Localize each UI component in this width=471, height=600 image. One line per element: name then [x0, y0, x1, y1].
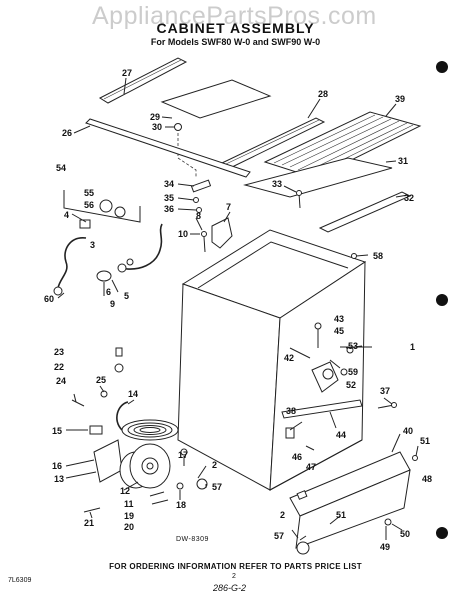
callout-label: 39	[395, 94, 406, 104]
callout-label: 33	[272, 179, 283, 189]
callout-label: 23	[54, 347, 65, 357]
leveling-leg	[285, 427, 295, 439]
callout-label: 47	[306, 462, 317, 472]
watermark: AppliancePartsPros.com	[92, 2, 377, 30]
callout-label: 45	[334, 326, 345, 336]
rear-brace	[281, 399, 363, 419]
motor-mount-bracket	[93, 439, 123, 483]
callout-label: 1	[410, 342, 416, 352]
callout-label: 53	[348, 341, 359, 351]
callout-label: 20	[124, 522, 135, 532]
callout-label: 59	[348, 367, 359, 377]
top-trim-strip-front	[98, 57, 188, 104]
callout-label: 38	[286, 406, 297, 416]
callout-label: 13	[54, 474, 65, 484]
wire-harness	[119, 223, 163, 270]
top-panel	[160, 79, 272, 119]
callout-label: 51	[336, 510, 347, 520]
binder-hole-icon	[436, 527, 448, 539]
mounting-bracket	[211, 217, 233, 249]
callout-label: 49	[380, 542, 391, 552]
callout-label: 56	[84, 200, 95, 210]
callout-label: 21	[84, 518, 95, 528]
water-hose	[57, 237, 87, 289]
callout-label: 28	[318, 89, 329, 99]
lid-frame	[243, 157, 393, 198]
callout-label: 2	[212, 460, 218, 470]
callout-label: 12	[120, 486, 131, 496]
trim-strip-long	[85, 118, 251, 178]
callout-label: 32	[404, 193, 415, 203]
callout-label: 5	[124, 291, 130, 301]
callout-label: 44	[336, 430, 347, 440]
callout-label: 40	[403, 426, 414, 436]
callout-label: 24	[56, 376, 67, 386]
heater-coil	[116, 401, 179, 441]
callout-label: 37	[380, 386, 391, 396]
callout-label: 26	[62, 128, 73, 138]
callout-label: 35	[164, 193, 175, 203]
callout-label: 30	[152, 122, 163, 132]
screw	[174, 123, 182, 131]
pump-motor	[119, 443, 171, 489]
callout-label: 11	[124, 499, 134, 509]
binder-hole-icon	[436, 61, 448, 73]
callout-label: 43	[334, 314, 345, 324]
callout-label: 54	[56, 163, 67, 173]
callout-label: 34	[164, 179, 175, 189]
callout-label: 42	[284, 353, 295, 363]
callout-label: 60	[44, 294, 55, 304]
callout-label: 9	[110, 299, 116, 309]
hinge-bracket	[190, 179, 212, 193]
document-code: 7L6309	[8, 577, 32, 584]
callout-label: 18	[176, 500, 187, 510]
callout-label: 55	[84, 188, 95, 198]
screw	[296, 190, 302, 196]
callout-label: 27	[122, 68, 133, 78]
callout-label: 14	[128, 389, 139, 399]
water-valve	[96, 270, 112, 282]
callout-label: 57	[274, 531, 285, 541]
caster-wheel	[196, 478, 208, 490]
diagram-code: DW-8309	[176, 536, 209, 543]
callout-label: 8	[196, 211, 202, 221]
callout-label: 7	[226, 202, 232, 212]
control-knob	[114, 206, 126, 218]
binder-hole-icon	[436, 294, 448, 306]
callout-label: 48	[422, 474, 433, 484]
callout-label: 22	[54, 362, 65, 372]
callout-label: 31	[398, 156, 409, 166]
callout-label: 50	[400, 529, 411, 539]
callout-label: 15	[52, 426, 63, 436]
caster-wheel	[296, 541, 310, 555]
callout-label: 16	[52, 461, 63, 471]
diagram-subtitle: For Models SWF80 W-0 and SWF90 W-0	[150, 37, 321, 47]
callout-label: 25	[96, 375, 107, 385]
callout-label: 6	[106, 287, 112, 297]
diagram-title: CABINET ASSEMBLY	[156, 20, 315, 36]
callout-label: 52	[346, 380, 357, 390]
cabinet-box	[177, 229, 367, 491]
callout-label: 4	[64, 210, 70, 220]
callout-label: 19	[124, 511, 135, 521]
page-number: 2	[232, 573, 236, 580]
callout-label: 36	[164, 204, 175, 214]
callout-label: 10	[178, 229, 189, 239]
trim-strip-right	[318, 191, 412, 233]
callout-label: 29	[150, 112, 161, 122]
callout-label: 51	[420, 436, 431, 446]
control-knob	[99, 199, 113, 213]
callout-label: 46	[292, 452, 303, 462]
callout-leaders	[57, 77, 419, 541]
callout-label: 3	[90, 240, 96, 250]
callout-label: 58	[373, 251, 384, 261]
callout-label: 57	[212, 482, 223, 492]
callout-label: 2	[280, 510, 286, 520]
callout-label: 17	[178, 450, 189, 460]
page-code: 286-G-2	[213, 583, 247, 593]
ordering-note: FOR ORDERING INFORMATION REFER TO PARTS …	[109, 562, 362, 571]
